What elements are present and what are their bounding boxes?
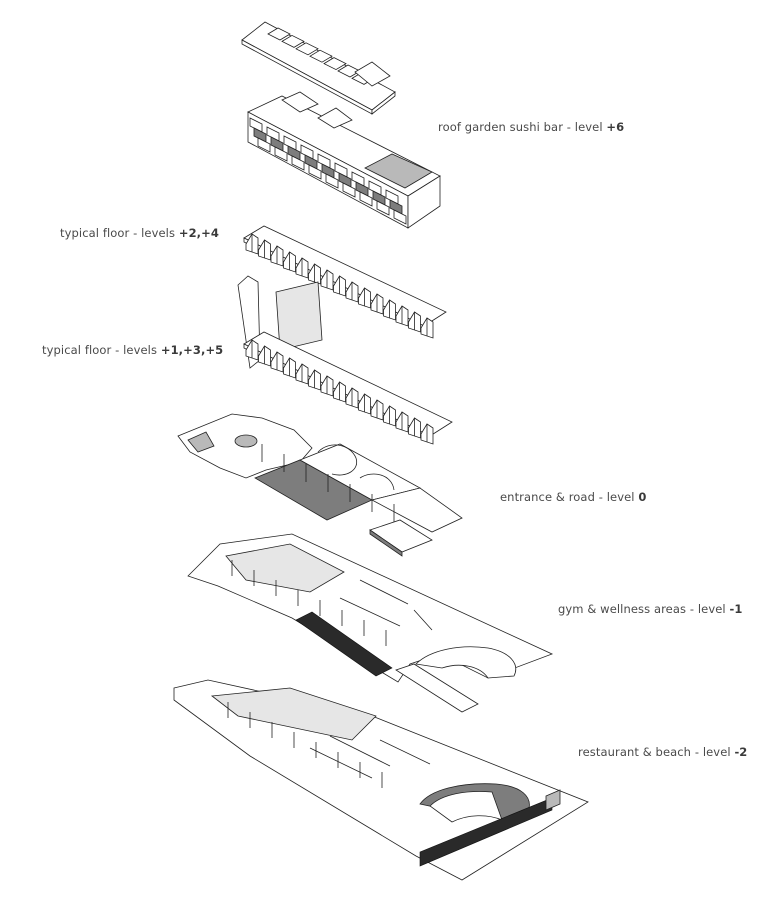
restaurant-level xyxy=(173,679,589,881)
label-restaurant-text: restaurant & beach - level xyxy=(578,745,735,759)
label-restaurant: restaurant & beach - level -2 xyxy=(578,745,747,759)
roof-garden-level xyxy=(247,91,441,229)
roof-skylight-panel xyxy=(281,34,305,48)
label-typical-floor-even: typical floor - levels +2,+4 xyxy=(60,226,219,240)
label-typical-floor-odd-level: +1,+3,+5 xyxy=(160,343,224,357)
label-typical-floor-odd: typical floor - levels +1,+3,+5 xyxy=(42,343,223,357)
typical-floor-lower xyxy=(237,275,453,445)
label-gym-level: -1 xyxy=(729,602,743,616)
entrance-level xyxy=(177,413,463,557)
label-gym: gym & wellness areas - level -1 xyxy=(558,602,742,616)
label-roof-garden: roof garden sushi bar - level +6 xyxy=(438,120,624,134)
label-roof-garden-text: roof garden sushi bar - level xyxy=(438,120,607,134)
label-entrance: entrance & road - level 0 xyxy=(500,490,646,504)
roof-skylight-panel xyxy=(295,42,319,56)
balcony-module xyxy=(376,200,390,216)
roof-skylight-panel xyxy=(267,27,291,41)
label-restaurant-level: -2 xyxy=(734,745,748,759)
balcony-module xyxy=(257,137,271,153)
roof-skylight-panel xyxy=(323,57,347,71)
label-typical-floor-even-text: typical floor - levels xyxy=(60,226,179,240)
label-gym-text: gym & wellness areas - level xyxy=(558,602,730,616)
balcony-module xyxy=(359,191,373,207)
balcony-module xyxy=(325,173,339,189)
balcony-module xyxy=(308,164,322,180)
label-typical-floor-odd-text: typical floor - levels xyxy=(42,343,161,357)
roof-plate xyxy=(241,21,396,115)
label-entrance-text: entrance & road - level xyxy=(500,490,639,504)
balcony-module xyxy=(291,155,305,171)
label-typical-floor-even-level: +2,+4 xyxy=(178,226,219,240)
gym-level xyxy=(187,533,554,713)
balcony-module xyxy=(342,182,356,198)
balcony-module xyxy=(274,146,288,162)
label-entrance-level: 0 xyxy=(638,490,647,504)
label-roof-garden-level: +6 xyxy=(606,120,625,134)
balcony-module xyxy=(393,209,407,225)
roof-skylight-panel xyxy=(309,49,333,63)
typical-floor-upper xyxy=(243,225,447,339)
